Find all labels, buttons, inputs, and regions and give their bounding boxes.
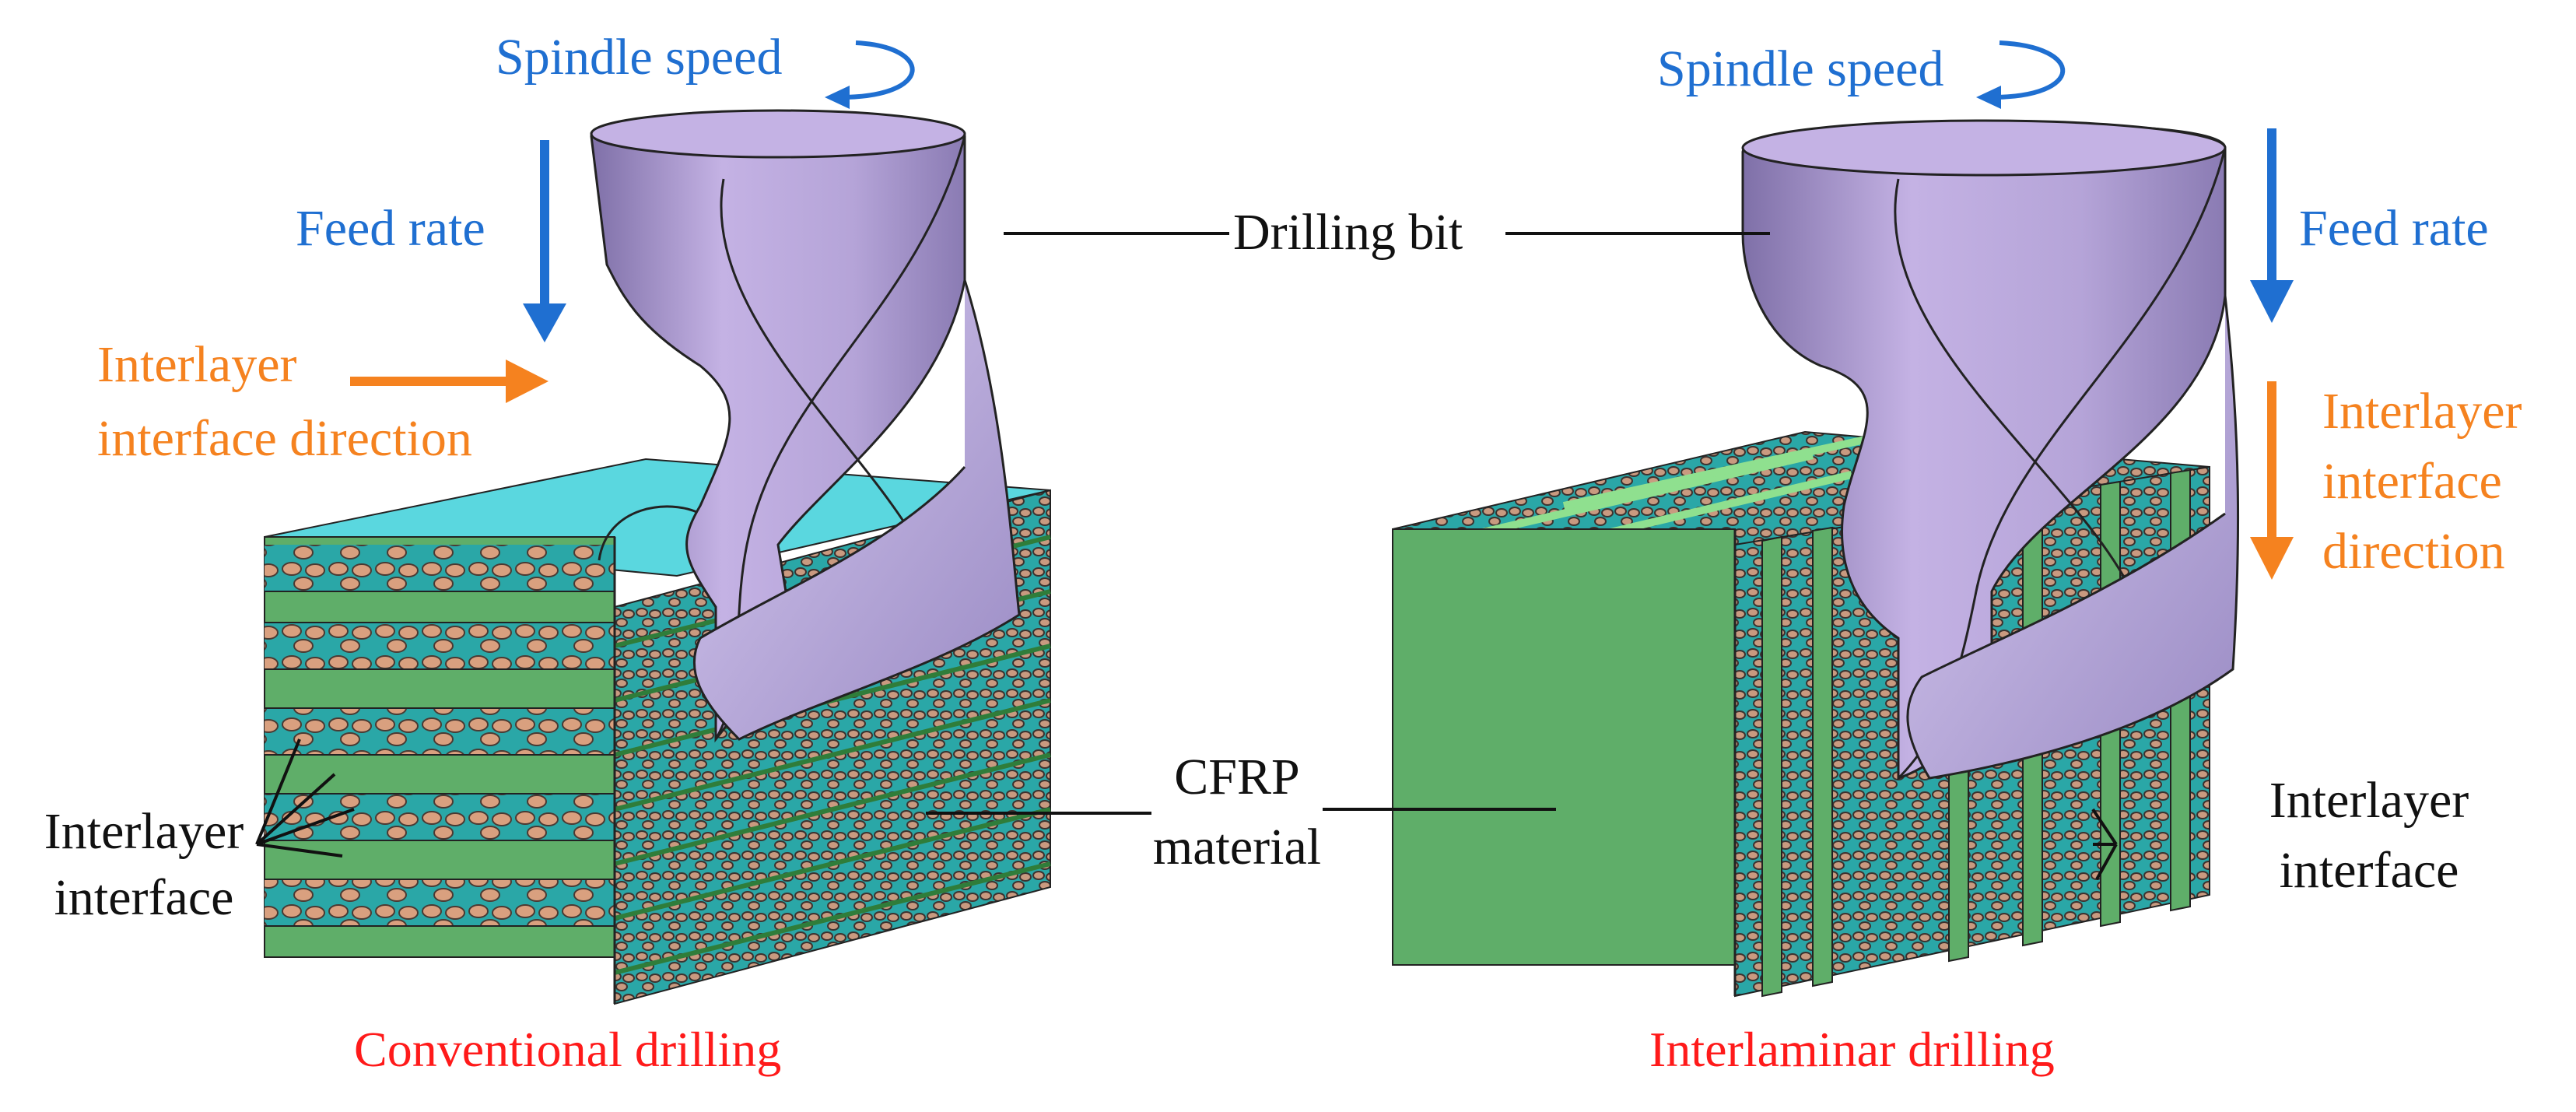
right-drill-bit [1741, 119, 2240, 781]
right-spindle-rotation-icon [1991, 40, 2066, 100]
right-spindle-speed-label: Spindle speed [1657, 40, 1944, 97]
cfrp-material-label-line2: material [1152, 819, 1322, 875]
right-interlayer-interface-label-line1: Interlayer [2269, 772, 2469, 829]
right-caption: Interlaminar drilling [1649, 1022, 2055, 1077]
left-interface-direction-label-line2: interface direction [97, 410, 472, 467]
right-interlayer-interface-label-line2: interface [2279, 842, 2459, 899]
right-interface-direction-label-line1: Interlayer [2322, 383, 2522, 440]
drilling-bit-label: Drilling bit [1233, 204, 1463, 261]
right-block-front-face [1392, 528, 1736, 966]
right-feed-rate-label: Feed rate [2299, 200, 2489, 257]
left-feed-rate-label: Feed rate [296, 200, 485, 257]
left-spindle-rotation-icon [839, 40, 915, 100]
right-interface-direction-label-line2: interface [2322, 453, 2502, 510]
left-interface-direction-label-line1: Interlayer [97, 336, 297, 393]
left-caption: Conventional drilling [354, 1022, 782, 1077]
left-interlayer-interface-label-line1: Interlayer [44, 803, 244, 860]
left-spindle-speed-label: Spindle speed [496, 29, 783, 86]
cfrp-material-label-line1: CFRP [1174, 749, 1300, 805]
left-interlayer-interface-label-line2: interface [54, 869, 234, 926]
left-drill-bit [590, 109, 1021, 743]
right-interface-direction-label-line3: direction [2322, 523, 2505, 580]
left-block-front-face [264, 536, 615, 958]
